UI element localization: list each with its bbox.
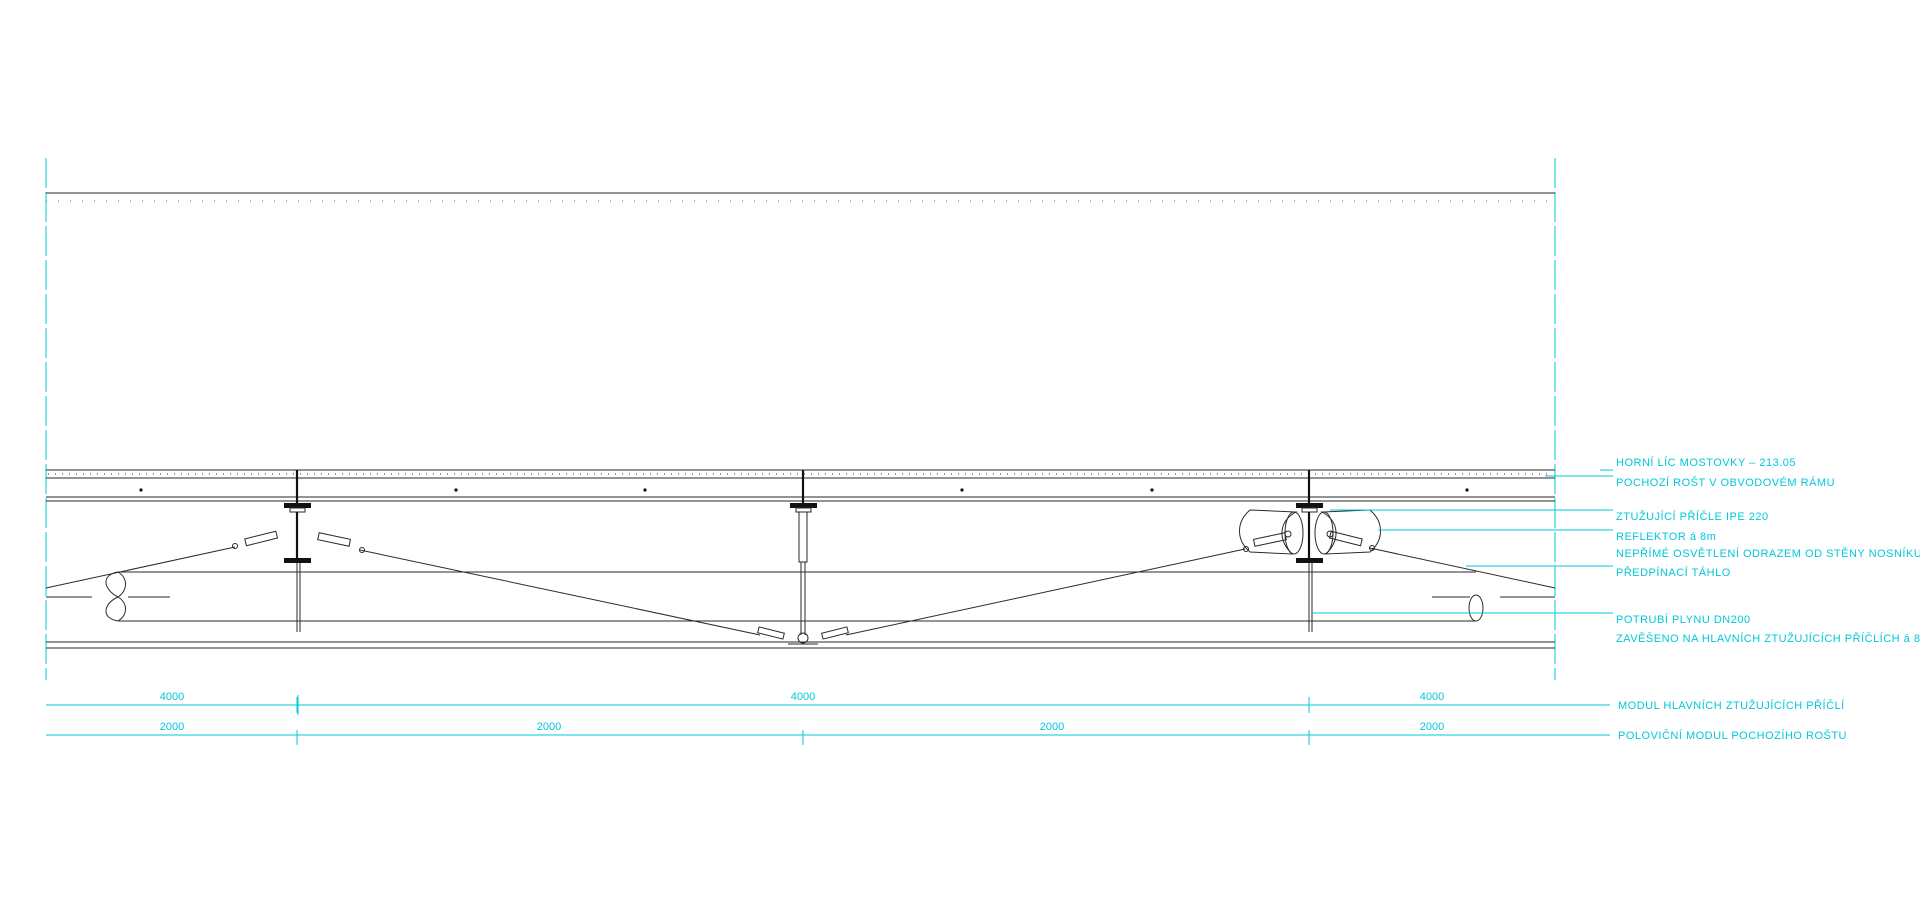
label-indirect-light: NEPŘÍMÉ OSVĚTLENÍ ODRAZEM OD STĚNY NOSNÍ… — [1616, 547, 1920, 560]
turnbuckle — [821, 626, 849, 640]
reflector-lens — [1284, 511, 1304, 555]
annotations: HORNÍ LÍC MOSTOVKY – 213.05 POCHOZÍ ROŠT… — [1616, 456, 1920, 645]
beam-flange-bottom — [1296, 558, 1323, 563]
reflector-pivot — [1284, 530, 1292, 538]
tension-rod-segment — [845, 548, 1246, 636]
dimension-value: 2000 — [1420, 721, 1444, 733]
section-boundaries — [45, 158, 1556, 680]
dimension-value: 4000 — [1420, 691, 1444, 703]
tension-rod-segment — [1369, 547, 1556, 589]
center-strut-upper — [798, 511, 808, 563]
center-node — [797, 632, 809, 644]
dimension-value: 2000 — [1040, 721, 1064, 733]
dimension-value: 2000 — [537, 721, 561, 733]
label-gas-pipe: POTRUBÍ PLYNU DN200 — [1616, 613, 1751, 626]
dimension-value: 2000 — [160, 721, 184, 733]
reflector-pivot — [1326, 530, 1334, 538]
gas-pipe — [46, 571, 1555, 622]
bolt-marker — [643, 488, 647, 492]
pipe-left-end-curve — [117, 571, 126, 622]
tension-rod-segment — [359, 549, 761, 636]
reflector-assembly — [1239, 509, 1381, 555]
beam-flange-top — [1296, 503, 1323, 508]
bolt-marker — [1150, 488, 1154, 492]
dimension-row-2: 2000 2000 2000 2000 POLOVIČNÍ MODUL POCH… — [46, 721, 1847, 745]
label-suspended: ZAVĚŠENO NA HLAVNÍCH ZTUŽUJÍCÍCH PŘÍČLÍC… — [1616, 632, 1920, 645]
bolt-marker — [139, 488, 143, 492]
grating-bolts — [139, 488, 1469, 492]
dimension-row-1: 4000 4000 4000 MODUL HLAVNÍCH ZTUŽUJÍCÍC… — [46, 691, 1845, 715]
turnbuckle — [1252, 532, 1287, 547]
beam-plate — [289, 507, 306, 513]
leader-lines — [1312, 469, 1613, 614]
dimension-row-label: POLOVIČNÍ MODUL POCHOZÍHO ROŠTU — [1618, 729, 1847, 742]
turnbuckle — [317, 532, 352, 547]
beam-plate — [795, 507, 812, 513]
lower-chord — [46, 641, 1555, 649]
beam-flange-bottom — [284, 558, 311, 563]
turnbuckle — [244, 530, 279, 547]
pipe-right-end — [1468, 594, 1484, 622]
beam-plate — [1301, 507, 1318, 513]
pipe-left-end — [105, 571, 120, 622]
dimension-value: 4000 — [160, 691, 184, 703]
tension-rods — [45, 530, 1556, 645]
walkway-grating — [46, 469, 1555, 502]
label-top-face: HORNÍ LÍC MOSTOVKY – 213.05 — [1616, 456, 1796, 469]
cross-beam-center — [790, 470, 817, 635]
cross-beam-left — [284, 470, 311, 632]
dimension-row-label: MODUL HLAVNÍCH ZTUŽUJÍCÍCH PŘÍČLÍ — [1618, 699, 1845, 712]
bolt-marker — [960, 488, 964, 492]
cross-beam-right — [1296, 470, 1323, 632]
turnbuckle — [1328, 530, 1363, 547]
label-reflector: REFLEKTOR á 8m — [1616, 531, 1716, 543]
rod-pin — [1243, 546, 1249, 552]
bolt-marker — [1465, 488, 1469, 492]
beam-flange-top — [790, 503, 817, 508]
bolt-marker — [454, 488, 458, 492]
turnbuckle — [757, 626, 785, 640]
beam-flange-top — [284, 503, 311, 508]
label-cross-beam: ZTUŽUJÍCÍ PŘÍČLE IPE 220 — [1616, 510, 1769, 523]
deck-slab — [46, 192, 1555, 202]
tension-rod-segment — [45, 546, 236, 589]
rod-pin — [359, 547, 365, 553]
rod-pin — [232, 543, 238, 549]
label-tension-rod: PŘEDPÍNACÍ TÁHLO — [1616, 566, 1731, 579]
dimension-value: 4000 — [791, 691, 815, 703]
label-walkway-grating: POCHOZÍ ROŠT V OBVODOVÉM RÁMU — [1616, 476, 1835, 489]
